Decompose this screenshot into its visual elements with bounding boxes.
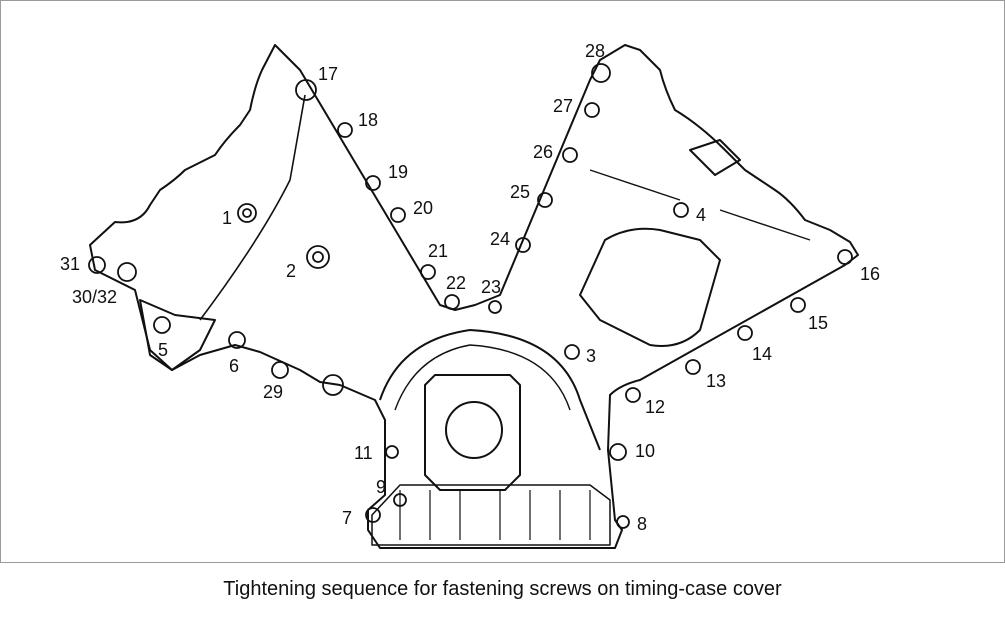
timing-case-cover-diagram: 1 2 3 4 5 6 7 8 9 10 11 12 13 14 15 16 1… — [60, 41, 880, 549]
label-30-32: 30/32 — [72, 287, 117, 307]
bottom-sump — [371, 484, 611, 546]
diagram-frame — [0, 0, 1005, 563]
label-13: 13 — [706, 371, 726, 391]
label-21: 21 — [428, 241, 448, 261]
label-2: 2 — [286, 261, 296, 281]
label-16: 16 — [860, 264, 880, 284]
left-rib-line — [199, 94, 306, 321]
label-14: 14 — [752, 344, 772, 364]
sequence-labels: 1 2 3 4 5 6 7 8 9 10 11 12 13 14 15 16 1… — [60, 41, 880, 534]
pump-opening — [445, 401, 503, 459]
figure-caption: Tightening sequence for fastening screws… — [223, 578, 782, 600]
label-28: 28 — [585, 41, 605, 61]
label-9: 9 — [376, 477, 386, 497]
label-12: 12 — [645, 397, 665, 417]
bracket-right — [689, 139, 741, 176]
label-25: 25 — [510, 182, 530, 202]
label-19: 19 — [388, 162, 408, 182]
label-24: 24 — [490, 229, 510, 249]
label-29: 29 — [263, 382, 283, 402]
left-bracket — [139, 299, 216, 371]
label-18: 18 — [358, 110, 378, 130]
center-arch-inner — [394, 344, 571, 411]
label-27: 27 — [553, 96, 573, 116]
bolt-holes — [88, 63, 853, 529]
label-11: 11 — [354, 443, 373, 463]
label-17: 17 — [318, 64, 338, 84]
label-6: 6 — [229, 356, 239, 376]
oil-cover-plate — [579, 227, 721, 347]
label-15: 15 — [808, 313, 828, 333]
label-8: 8 — [637, 514, 647, 534]
label-10: 10 — [635, 441, 655, 461]
label-23: 23 — [481, 277, 501, 297]
sump-ribs — [399, 490, 591, 540]
label-22: 22 — [446, 273, 466, 293]
pump-plate — [424, 374, 521, 491]
diagonal-rib — [589, 169, 811, 241]
label-20: 20 — [413, 198, 433, 218]
center-arch — [379, 329, 601, 451]
label-31: 31 — [60, 254, 80, 274]
label-7: 7 — [342, 508, 352, 528]
label-1: 1 — [222, 208, 232, 228]
left-bank-outline — [89, 44, 859, 549]
label-3: 3 — [586, 346, 596, 366]
label-26: 26 — [533, 142, 553, 162]
label-5: 5 — [158, 340, 168, 360]
label-4: 4 — [696, 205, 706, 225]
